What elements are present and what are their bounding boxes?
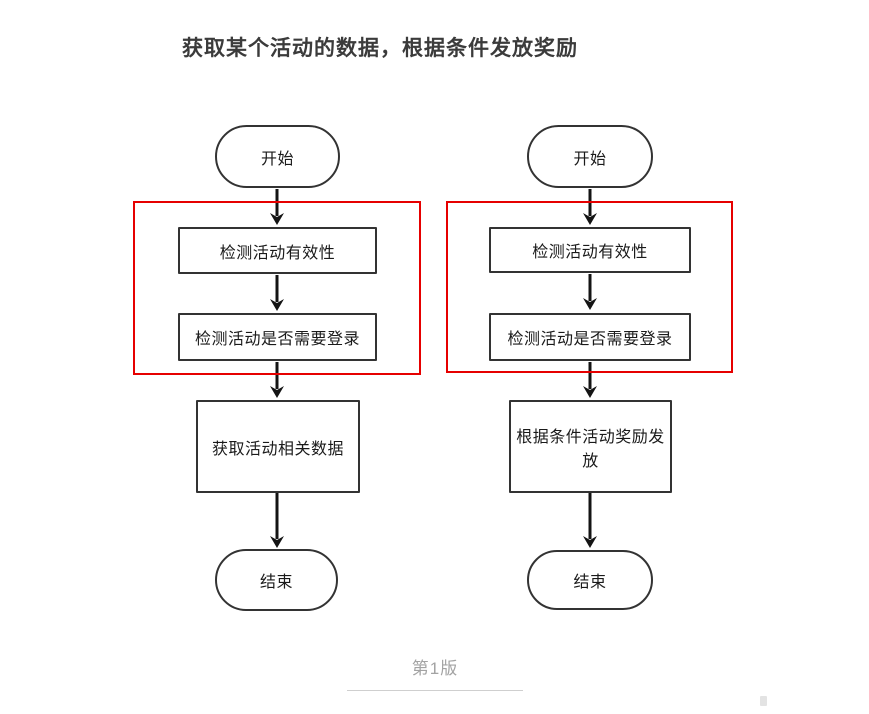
left-end-node: 结束 bbox=[215, 549, 338, 611]
arrow-down-icon bbox=[583, 362, 597, 398]
arrow-down-icon bbox=[583, 493, 597, 548]
divider-line bbox=[347, 690, 523, 691]
right-end-node: 结束 bbox=[527, 550, 653, 610]
right-step1-node: 检测活动有效性 bbox=[489, 227, 691, 273]
right-end-label: 结束 bbox=[573, 574, 607, 591]
left-step1-node: 检测活动有效性 bbox=[178, 227, 377, 274]
left-step2-label: 检测活动是否需要登录 bbox=[194, 331, 360, 348]
diagram-title: 获取某个活动的数据，根据条件发放奖励 bbox=[182, 36, 578, 60]
left-end-label: 结束 bbox=[259, 574, 293, 591]
version-caption: 第1版 bbox=[411, 659, 459, 678]
right-highlight-rect bbox=[446, 201, 733, 373]
arrow-down-icon bbox=[270, 493, 284, 548]
left-start-node: 开始 bbox=[215, 125, 340, 188]
right-step2-label: 检测活动是否需要登录 bbox=[507, 331, 673, 348]
arrow-down-icon bbox=[270, 362, 284, 398]
arrow-down-icon bbox=[270, 275, 284, 311]
left-start-label: 开始 bbox=[260, 150, 294, 168]
right-step1-label: 检测活动有效性 bbox=[532, 244, 648, 261]
right-step3-node: 根据条件活动奖励发放 bbox=[509, 400, 672, 493]
right-start-label: 开始 bbox=[573, 150, 607, 168]
right-start-node: 开始 bbox=[527, 125, 653, 188]
right-step2-node: 检测活动是否需要登录 bbox=[489, 313, 691, 361]
faint-artifact bbox=[760, 696, 767, 706]
left-highlight-rect bbox=[133, 201, 421, 375]
left-step1-label: 检测活动有效性 bbox=[219, 244, 336, 262]
left-step3-label: 获取活动相关数据 bbox=[211, 440, 344, 458]
left-step3-node: 获取活动相关数据 bbox=[196, 400, 360, 493]
right-step3-label: 根据条件活动奖励发放 bbox=[516, 428, 665, 470]
left-step2-node: 检测活动是否需要登录 bbox=[178, 313, 377, 361]
arrow-down-icon bbox=[583, 274, 597, 310]
